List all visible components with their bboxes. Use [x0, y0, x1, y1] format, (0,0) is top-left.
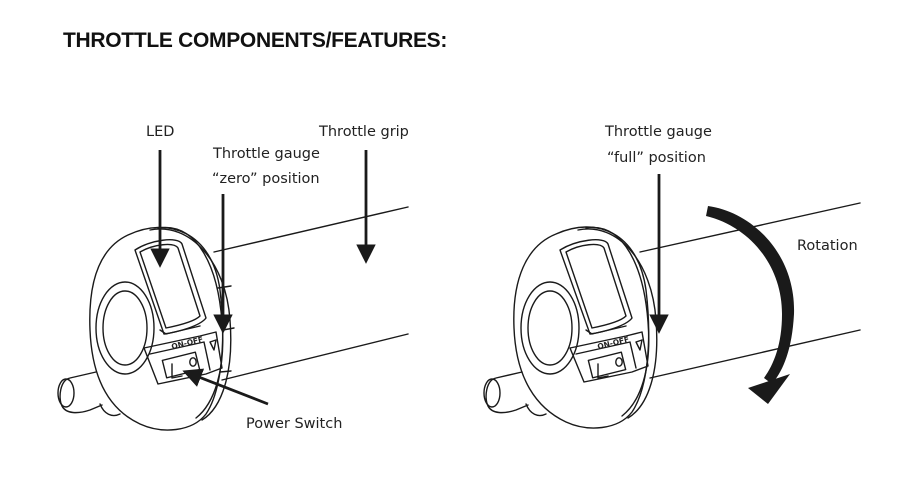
rotation-arrow-head: [748, 374, 790, 404]
right-rocker-switch: [587, 351, 627, 379]
page-title: THROTTLE COMPONENTS/FEATURES:: [63, 29, 448, 52]
left-switch-label: ON-OFF: [170, 335, 204, 352]
rotation-arrow: [706, 206, 795, 404]
left-throttle-illustration: [57, 206, 409, 431]
rotation-arrow-body: [706, 206, 795, 384]
left-front-face: [95, 281, 155, 375]
full-gauge-label-line2: “full” position: [607, 150, 706, 166]
right-front-face: [520, 281, 580, 375]
zero-gauge-label-line2: “zero” position: [212, 171, 320, 187]
grip-label: Throttle grip: [318, 124, 409, 140]
left-housing-body: [89, 226, 224, 431]
right-grip-bottom-edge: [649, 329, 861, 379]
right-housing-body: [513, 226, 650, 429]
power-switch-pointer-arrow: [182, 368, 269, 406]
led-label: LED: [146, 124, 174, 140]
left-grip-bottom-edge: [221, 333, 409, 381]
right-throttle-illustration: [483, 202, 861, 429]
right-switch-label: ON-OFF: [596, 335, 630, 352]
left-switch-box: [143, 331, 223, 385]
left-pointers: [150, 150, 376, 406]
full-gauge-label-line1: Throttle gauge: [604, 124, 712, 140]
zero-gauge-label-line1: Throttle gauge: [212, 146, 320, 162]
rotation-label: Rotation: [797, 238, 858, 254]
power-switch-label: Power Switch: [246, 416, 342, 432]
left-grip-top-edge: [213, 206, 409, 253]
left-housing-ring: [149, 228, 232, 421]
right-switch-box: [569, 331, 649, 383]
